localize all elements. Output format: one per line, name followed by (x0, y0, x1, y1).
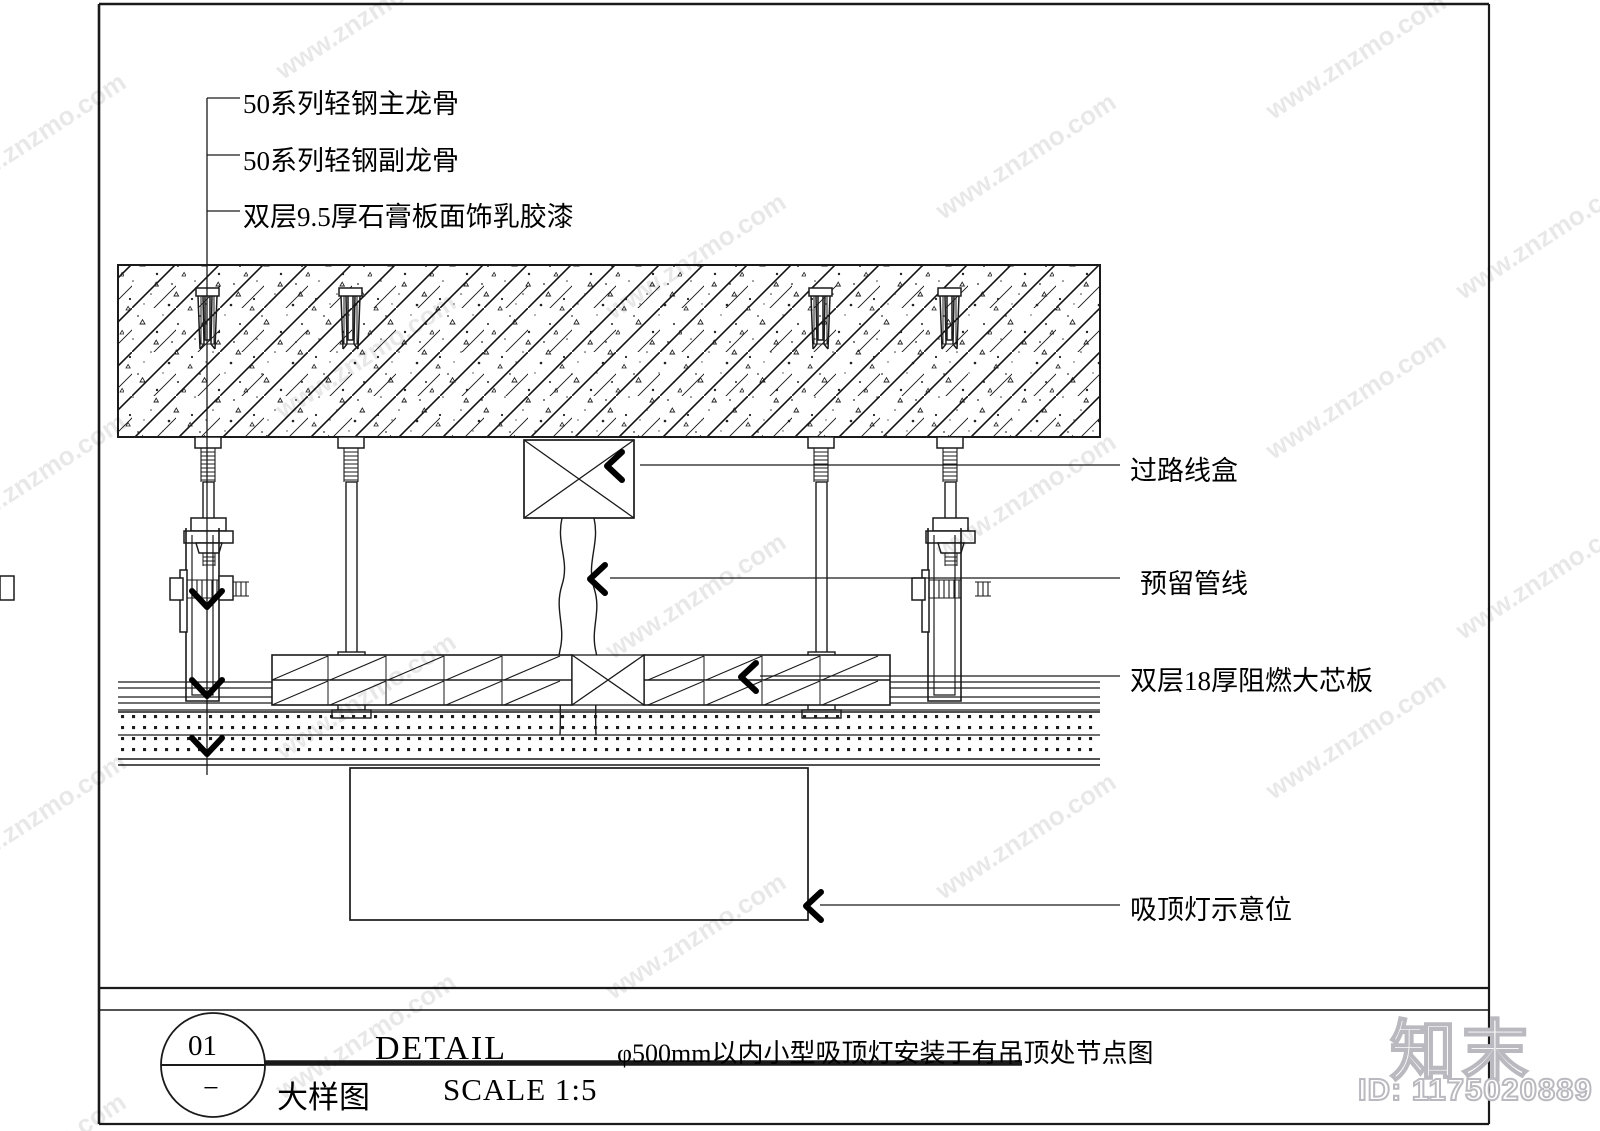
ceiling-light-fixture (349, 767, 809, 921)
detail-title-cn: 大样图 (277, 1080, 370, 1115)
leader-lines-right (610, 464, 1120, 906)
label-junction-box: 过路线盒 (1130, 456, 1238, 486)
title-block-graphics (160, 1012, 1022, 1118)
expansion-anchor (937, 287, 962, 350)
junction-box (523, 439, 635, 519)
leader-lines-left (206, 97, 240, 775)
label-ceiling-light-position: 吸顶灯示意位 (1130, 895, 1292, 925)
expansion-anchor (338, 287, 363, 350)
blockboard-double (271, 654, 891, 706)
detail-description: φ500mm以内小型吸顶灯安装于有吊顶处节点图 (617, 1039, 1154, 1068)
concrete-slab (117, 264, 1101, 438)
hanger-rod-left (183, 436, 234, 566)
channel-bracket-left (169, 528, 249, 702)
hanger-rod-right (0, 436, 991, 702)
detail-sub-number: − (203, 1073, 219, 1104)
detail-title-en: DETAIL (375, 1030, 508, 1067)
sheet-frame (97, 2, 1491, 1126)
label-gypsum-board-paint: 双层9.5厚石膏板面饰乳胶漆 (243, 202, 574, 232)
gypsum-board-double (118, 711, 1100, 766)
label-secondary-runner: 50系列轻钢副龙骨 (243, 146, 459, 176)
detail-number: 01 (188, 1030, 217, 1062)
label-main-runner: 50系列轻钢主龙骨 (243, 89, 459, 119)
leader-arrowheads-left (189, 588, 225, 757)
leader-arrowheads-right (587, 449, 824, 923)
detail-scale: SCALE 1:5 (443, 1072, 598, 1107)
label-reserved-conduit: 预留管线 (1140, 569, 1248, 599)
label-blockboard: 双层18厚阻燃大芯板 (1130, 666, 1373, 696)
expansion-anchor-group (195, 287, 962, 350)
expansion-anchor (808, 287, 833, 350)
